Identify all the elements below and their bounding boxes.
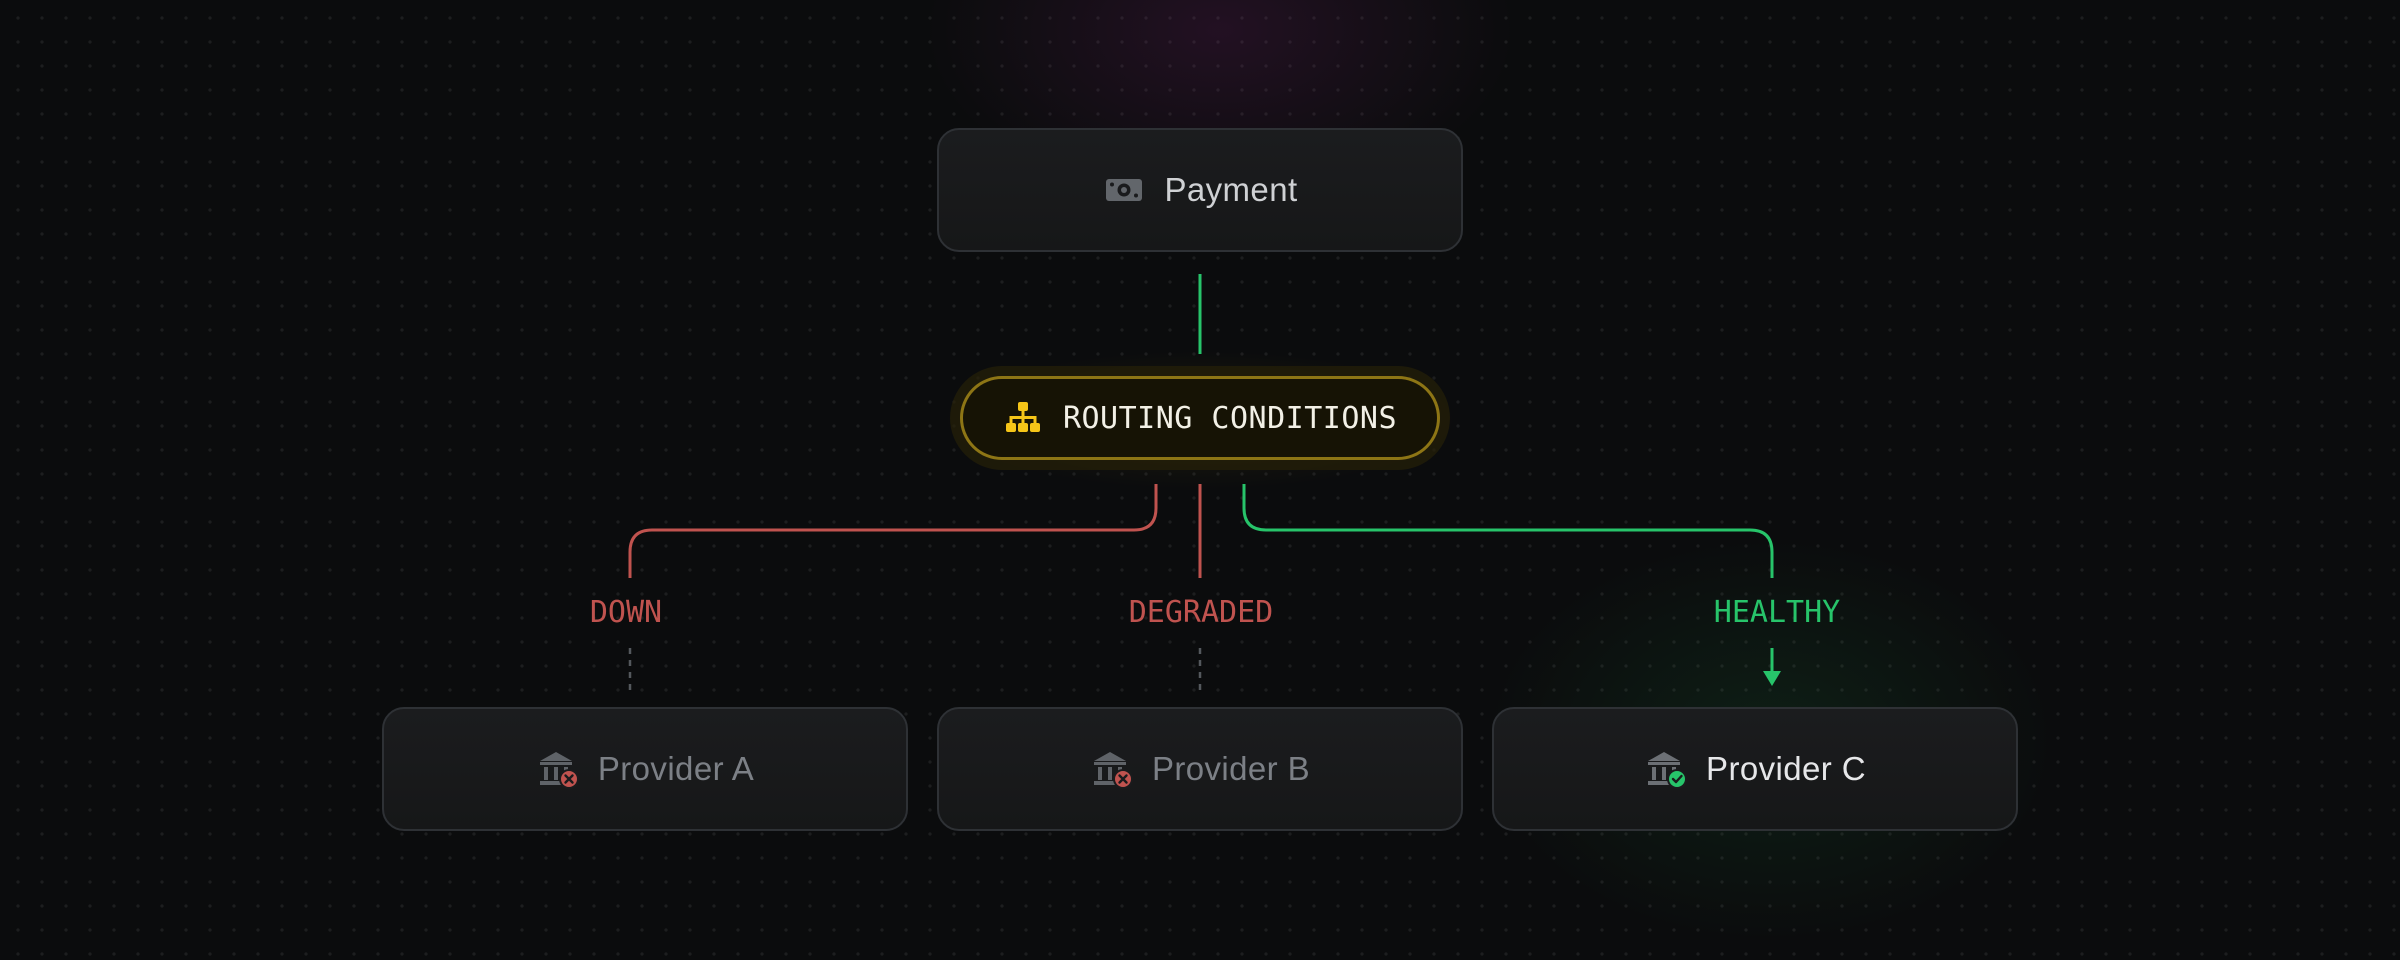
- provider-c-label: Provider C: [1706, 750, 1866, 787]
- payment-label: Payment: [1164, 171, 1298, 208]
- banknote-icon: [1102, 168, 1146, 212]
- x-circle-icon: [1112, 769, 1133, 789]
- provider-b-node[interactable]: Provider B: [937, 707, 1463, 831]
- payment-node[interactable]: Payment: [937, 128, 1463, 252]
- connector-router-to-down: [628, 484, 1158, 578]
- provider-a-label: Provider A: [597, 750, 755, 787]
- x-circle-icon: [558, 769, 579, 789]
- status-label-down: DOWN: [589, 595, 663, 630]
- status-label-degraded: DEGRADED: [1128, 595, 1274, 630]
- provider-a-node[interactable]: Provider A: [382, 707, 908, 831]
- bank-icon: [536, 747, 580, 791]
- hierarchy-icon: [1003, 398, 1043, 438]
- bank-icon: [1090, 747, 1134, 791]
- bank-icon: [1644, 747, 1688, 791]
- provider-b-label: Provider B: [1151, 750, 1311, 787]
- routing-conditions-label: ROUTING CONDITIONS: [1062, 400, 1398, 436]
- connector-router-to-healthy: [1242, 484, 1774, 578]
- status-label-healthy: HEALTHY: [1713, 595, 1841, 630]
- provider-c-node[interactable]: Provider C: [1492, 707, 2018, 831]
- check-circle-icon: [1667, 769, 1688, 789]
- routing-conditions-pill[interactable]: ROUTING CONDITIONS: [960, 376, 1440, 460]
- arrow-head-provider-c: [1763, 671, 1781, 686]
